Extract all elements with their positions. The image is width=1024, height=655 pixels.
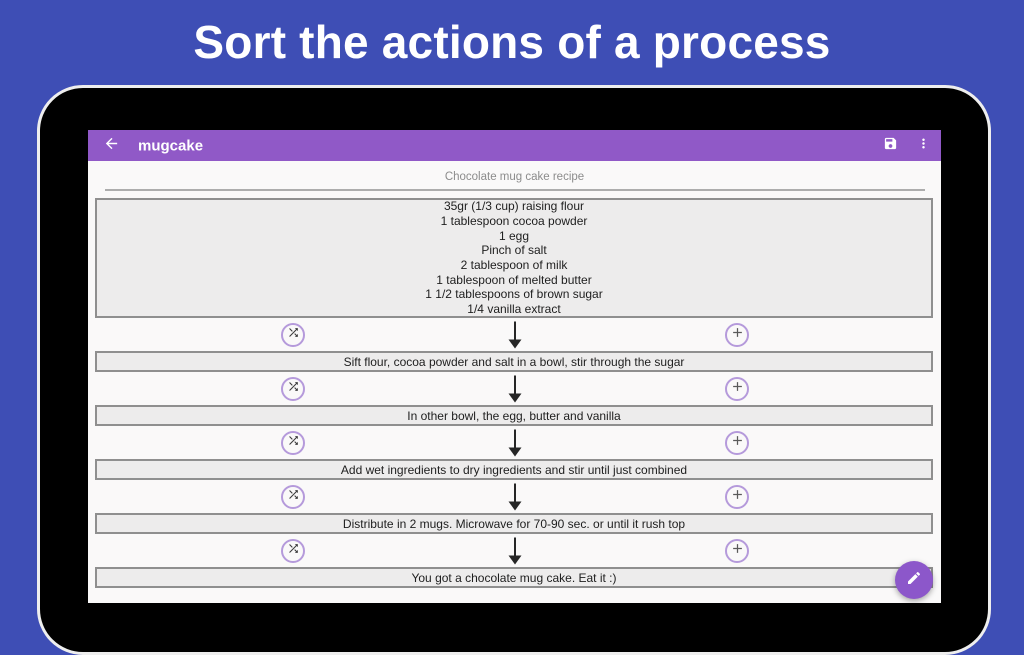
shuffle-button[interactable] bbox=[281, 376, 305, 401]
page-title: Sort the actions of a process bbox=[193, 16, 831, 68]
ingredient-line: Pinch of salt bbox=[481, 243, 547, 258]
connector-row bbox=[95, 372, 933, 405]
down-arrow-icon bbox=[508, 537, 523, 564]
process-title-field[interactable]: Chocolate mug cake recipe bbox=[444, 171, 585, 183]
add-step-button[interactable] bbox=[725, 322, 749, 347]
down-arrow-icon bbox=[508, 375, 523, 402]
add-step-button[interactable] bbox=[725, 484, 749, 509]
plus-icon bbox=[730, 379, 745, 399]
vertical-ellipsis-icon bbox=[916, 136, 931, 156]
tablet-frame: mugcake Chocolate mug cake recipe 35gr (… bbox=[37, 85, 991, 655]
shuffle-button[interactable] bbox=[281, 538, 305, 563]
down-arrow-icon bbox=[508, 483, 523, 510]
shuffle-icon bbox=[287, 380, 300, 398]
ingredient-line: 35gr (1/3 cup) raising flour bbox=[443, 199, 585, 214]
save-button[interactable] bbox=[879, 135, 901, 157]
action-box[interactable]: You got a chocolate mug cake. Eat it :) bbox=[95, 567, 933, 588]
connector-row bbox=[95, 534, 933, 567]
overflow-menu-button[interactable] bbox=[912, 135, 934, 157]
add-step-button[interactable] bbox=[725, 538, 749, 563]
action-box[interactable]: Sift flour, cocoa powder and salt in a b… bbox=[95, 351, 933, 372]
down-arrow-icon bbox=[508, 429, 523, 456]
app-screen: mugcake Chocolate mug cake recipe 35gr (… bbox=[88, 130, 941, 603]
ingredient-line: 1 tablespoon of melted butter bbox=[436, 272, 592, 287]
back-button[interactable] bbox=[101, 136, 121, 156]
connector-row bbox=[95, 426, 933, 459]
action-box-ingredients[interactable]: 35gr (1/3 cup) raising flour 1 tablespoo… bbox=[95, 198, 933, 318]
title-underline bbox=[105, 189, 925, 191]
plus-icon bbox=[730, 487, 745, 507]
action-box[interactable]: Add wet ingredients to dry ingredients a… bbox=[95, 459, 933, 480]
ingredient-line: 1/4 vanilla extract bbox=[467, 302, 561, 317]
shuffle-button[interactable] bbox=[281, 322, 305, 347]
shuffle-icon bbox=[287, 488, 300, 506]
edit-fab-button[interactable] bbox=[895, 561, 933, 599]
shuffle-icon bbox=[287, 434, 300, 452]
add-step-button[interactable] bbox=[725, 376, 749, 401]
connector-row bbox=[95, 480, 933, 513]
action-box[interactable]: Distribute in 2 mugs. Microwave for 70-9… bbox=[95, 513, 933, 534]
ingredient-line: 1 egg bbox=[498, 228, 530, 243]
shuffle-icon bbox=[287, 326, 300, 344]
shuffle-icon bbox=[287, 542, 300, 560]
add-step-button[interactable] bbox=[725, 430, 749, 455]
shuffle-button[interactable] bbox=[281, 484, 305, 509]
shuffle-button[interactable] bbox=[281, 430, 305, 455]
ingredient-line: 1 1/2 tablespoons of brown sugar bbox=[425, 287, 603, 302]
plus-icon bbox=[730, 325, 745, 345]
plus-icon bbox=[730, 541, 745, 561]
connector-row bbox=[95, 318, 933, 351]
down-arrow-icon bbox=[508, 321, 523, 348]
plus-icon bbox=[730, 433, 745, 453]
process-flow: 35gr (1/3 cup) raising flour 1 tablespoo… bbox=[95, 198, 933, 588]
pencil-icon bbox=[906, 570, 922, 591]
ingredient-line: 1 tablespoon cocoa powder bbox=[440, 213, 588, 228]
ingredient-line: 2 tablespoon of milk bbox=[460, 258, 568, 272]
save-floppy-icon bbox=[883, 136, 898, 156]
arrow-left-icon bbox=[103, 135, 120, 157]
app-toolbar: mugcake bbox=[88, 130, 941, 161]
page-banner: Sort the actions of a process bbox=[0, 0, 1024, 84]
toolbar-title: mugcake bbox=[138, 137, 204, 154]
action-box[interactable]: In other bowl, the egg, butter and vanil… bbox=[95, 405, 933, 426]
